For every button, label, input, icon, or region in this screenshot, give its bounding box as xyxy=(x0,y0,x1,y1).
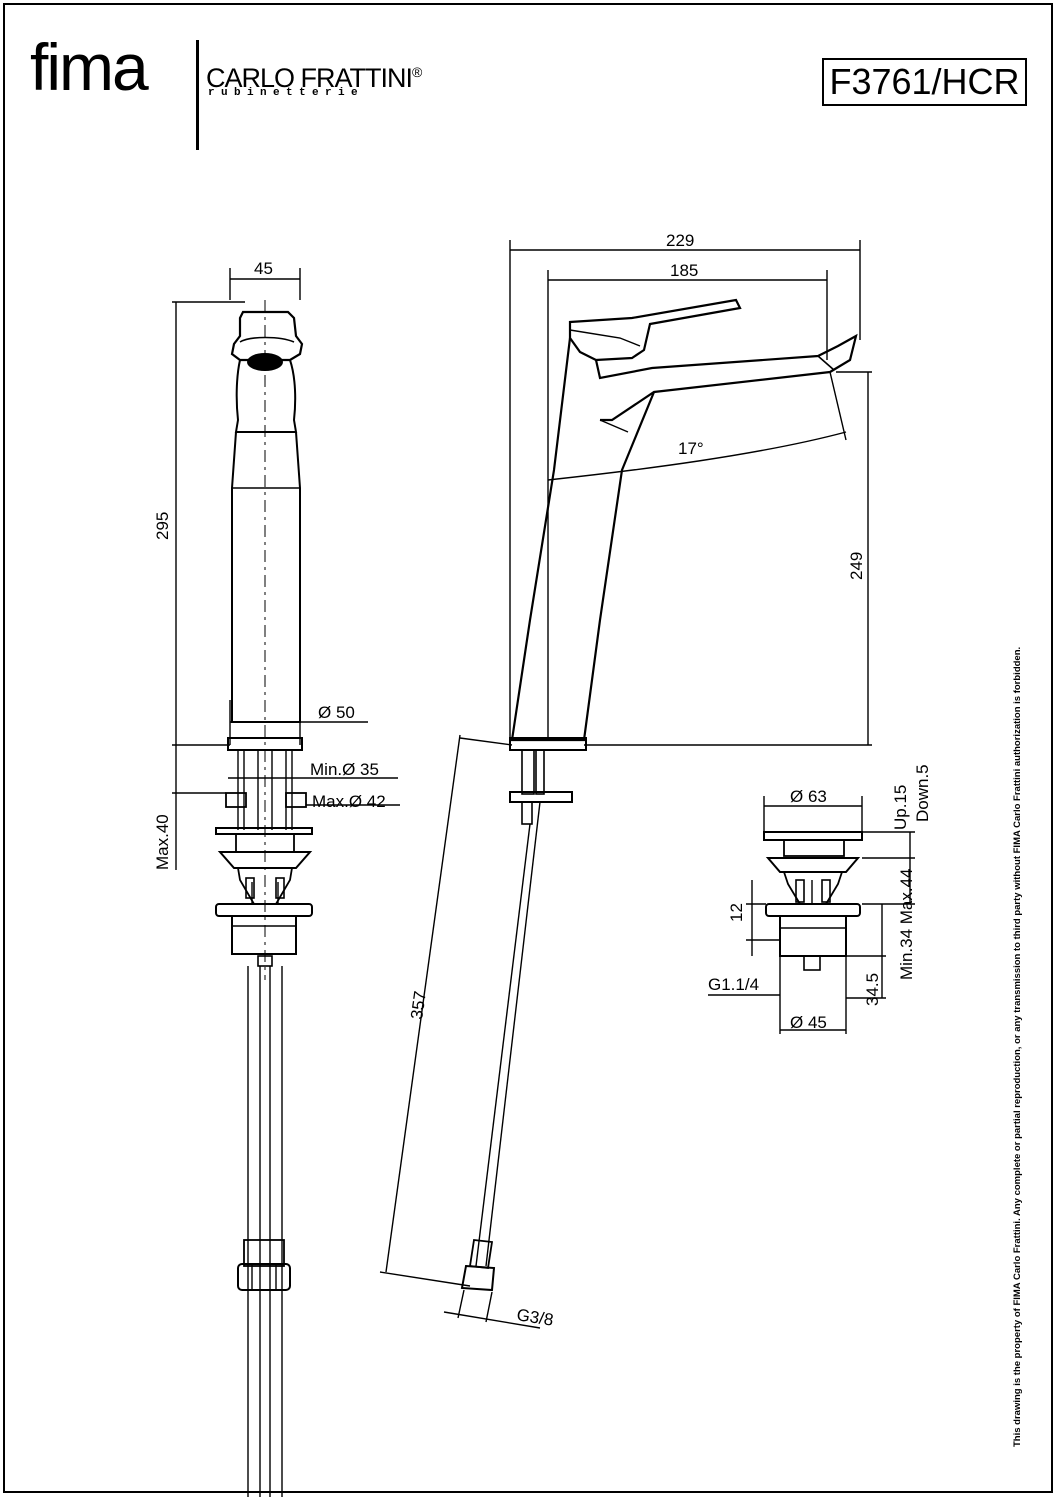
brand-logo: fima xyxy=(30,30,149,104)
dim-waste-flange: 12 xyxy=(727,903,746,922)
side-view xyxy=(379,240,872,1329)
maker-tagline: rubinetterie xyxy=(208,87,365,99)
dim-waste-body-diameter: Ø 45 xyxy=(790,1013,827,1032)
dim-max-hole: Max.Ø 42 xyxy=(312,792,386,811)
dim-spout-reach: 185 xyxy=(670,261,698,280)
dim-waste-down: Down.5 xyxy=(913,764,932,822)
dim-lever-angle: 17° xyxy=(678,439,704,458)
dim-hose-thread: G3/8 xyxy=(515,1305,554,1330)
dim-min-hole: Min.Ø 35 xyxy=(310,760,379,779)
dim-base-diameter: Ø 50 xyxy=(318,703,355,722)
dim-waste-min-max: Min.34 Max.44 xyxy=(897,869,916,981)
dim-front-height: 295 xyxy=(153,512,172,540)
dim-waste-diameter: Ø 63 xyxy=(790,787,827,806)
maker-logo: CARLO FRATTINI® xyxy=(206,58,422,93)
dim-spout-height: 249 xyxy=(847,552,866,580)
maker-name: CARLO FRATTINI xyxy=(206,63,413,93)
dim-max-thickness: Max.40 xyxy=(153,814,172,870)
model-code: F3761/HCR xyxy=(822,58,1027,106)
drawing-frame xyxy=(3,3,1053,1493)
dim-waste-thread: G1.1/4 xyxy=(708,975,759,994)
dim-waste-up: Up.15 xyxy=(891,785,910,830)
dim-waste-body-height: 34.5 xyxy=(863,973,882,1006)
logo-divider xyxy=(196,40,199,150)
dim-hose-length: 357 xyxy=(407,990,430,1021)
waste-view xyxy=(708,796,915,1034)
dim-total-depth: 229 xyxy=(666,231,694,250)
maker-mark: ® xyxy=(412,64,422,80)
dim-front-width: 45 xyxy=(254,259,273,278)
front-view xyxy=(172,268,400,1497)
